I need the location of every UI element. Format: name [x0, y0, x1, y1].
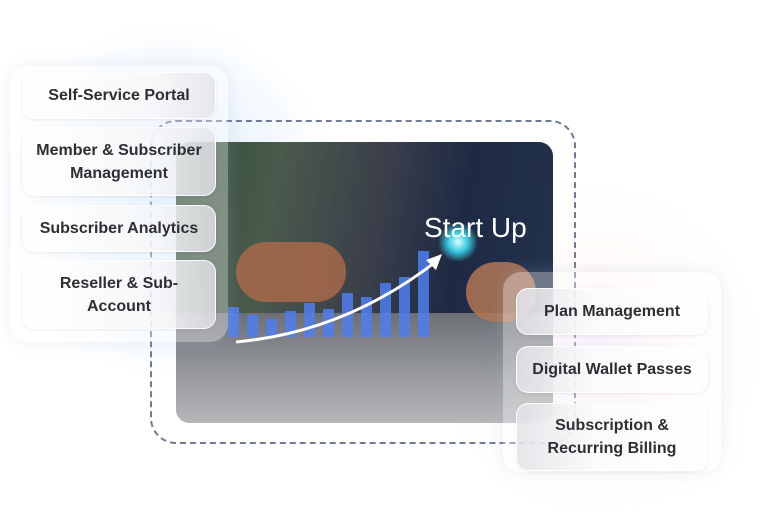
growth-arrow: [235, 258, 439, 344]
feature-plan-management[interactable]: Plan Management: [516, 288, 708, 335]
hand: [236, 242, 346, 302]
photo-caption: Start Up: [424, 212, 527, 243]
overlay-bar: [361, 297, 372, 337]
feature-digital-wallet-passes[interactable]: Digital Wallet Passes: [516, 346, 708, 393]
hero-photo: Start Up: [176, 142, 553, 423]
overlay-bar: [418, 251, 429, 337]
overlay-bar: [247, 315, 258, 337]
feature-reseller-sub-account[interactable]: Reseller & Sub-Account: [22, 260, 216, 329]
growth-chart-overlay: [228, 251, 442, 344]
overlay-bar: [304, 303, 315, 337]
arrow-head-icon: [426, 254, 442, 270]
overlay-bar: [285, 311, 296, 337]
left-feature-panel: Self-Service Portal Member & Subscriber …: [10, 66, 228, 342]
touch-glow: [438, 222, 478, 262]
feature-label: Digital Wallet Passes: [532, 361, 692, 378]
feature-label: Member & Subscriber Management: [36, 141, 202, 182]
overlay-bar: [228, 307, 239, 337]
overlay-bar: [380, 283, 391, 337]
feature-subscriber-analytics[interactable]: Subscriber Analytics: [22, 205, 216, 252]
feature-label: Subscriber Analytics: [39, 220, 199, 237]
overlay-bar: [266, 319, 277, 337]
feature-label: Plan Management: [543, 303, 681, 320]
feature-label: Reseller & Sub-Account: [59, 274, 179, 315]
feature-label: Self-Service Portal: [48, 87, 190, 104]
feature-label: Subscription & Recurring Billing: [547, 417, 677, 457]
feature-self-service-portal[interactable]: Self-Service Portal: [22, 72, 216, 119]
overlay-bar: [399, 277, 410, 337]
feature-member-subscriber-management[interactable]: Member & Subscriber Management: [22, 127, 216, 196]
feature-subscription-recurring-billing[interactable]: Subscription & Recurring Billing: [516, 403, 708, 471]
right-feature-panel: Plan Management Digital Wallet Passes Su…: [503, 272, 721, 472]
